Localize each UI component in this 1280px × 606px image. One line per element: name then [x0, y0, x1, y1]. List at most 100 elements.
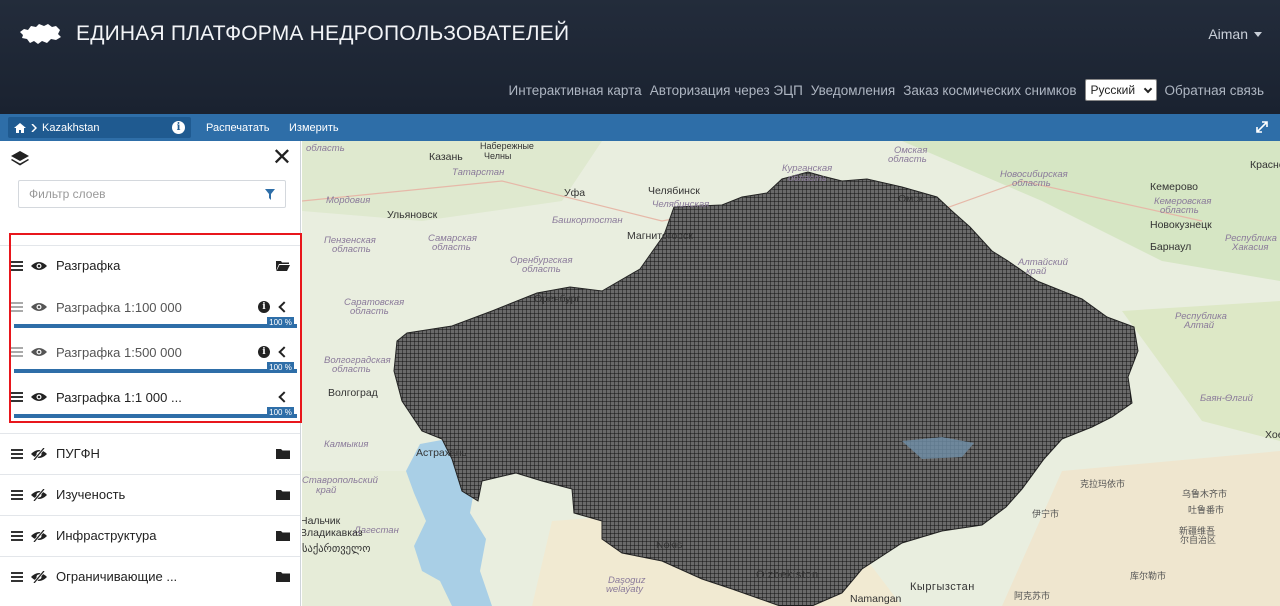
eye-off-icon[interactable]	[31, 447, 47, 460]
info-icon[interactable]: i	[258, 301, 270, 313]
eye-off-icon[interactable]	[31, 488, 47, 501]
layer-sub-500000[interactable]: Разграфка 1:500 000 i	[0, 330, 300, 374]
drag-handle-icon[interactable]	[11, 302, 23, 312]
eye-icon[interactable]	[31, 301, 47, 313]
drag-handle-icon[interactable]	[11, 571, 23, 582]
user-menu[interactable]: Aiman	[1208, 26, 1262, 42]
kazakhstan-logo-icon	[20, 24, 61, 44]
layer-label: Разграфка 1:500 000	[56, 344, 182, 360]
opacity-slider[interactable]	[14, 369, 297, 373]
opacity-slider[interactable]	[14, 414, 297, 418]
map-label: Оренбургская	[510, 255, 573, 266]
map-label: Магнитогорск	[627, 230, 693, 242]
layer-label: ПУГФН	[56, 446, 100, 461]
layer-group-izuchenost[interactable]: Изученость	[0, 474, 300, 514]
measure-button[interactable]: Измерить	[289, 122, 339, 134]
caret-down-icon	[1254, 31, 1262, 37]
info-icon[interactable]: i	[258, 346, 270, 358]
drag-handle-icon[interactable]	[11, 489, 23, 500]
map-label: Алтай	[1184, 320, 1215, 331]
drag-handle-icon[interactable]	[11, 347, 23, 357]
filter-icon[interactable]	[265, 189, 275, 200]
eye-icon[interactable]	[31, 391, 47, 403]
drag-handle-icon[interactable]	[11, 260, 23, 271]
home-icon[interactable]	[14, 122, 26, 133]
folder-open-icon[interactable]	[276, 260, 290, 271]
chevron-left-icon[interactable]	[278, 391, 290, 403]
map-label: Новосибирская	[1000, 169, 1068, 180]
layer-label: Разграфка 1:100 000	[56, 299, 182, 315]
opacity-slider[interactable]	[14, 324, 297, 328]
nav-notifications[interactable]: Уведомления	[810, 82, 896, 98]
map-label: Набережные	[480, 141, 534, 151]
map-label: Казань	[429, 151, 463, 163]
brand[interactable]: ЕДИНАЯ ПЛАТФОРМА НЕДРОПОЛЬЗОВАТЕЛЕЙ	[18, 14, 569, 54]
user-name: Aiman	[1208, 26, 1248, 42]
layer-label: Разграфка 1:1 000 ...	[56, 389, 182, 405]
layer-group-razgrafka[interactable]: Разграфка	[0, 245, 300, 285]
map-label: Курганская	[782, 163, 833, 174]
drag-handle-icon[interactable]	[11, 448, 23, 459]
layer-filter-input[interactable]: Фильтр слоев	[18, 180, 286, 208]
map-label: область	[788, 173, 827, 184]
nav-interactive-map[interactable]: Интерактивная карта	[508, 82, 642, 98]
map-label: Кыргызстан	[910, 581, 975, 593]
map-toolbar: Kazakhstan i Распечатать Измерить	[0, 114, 1280, 141]
breadcrumb-country: Kazakhstan	[42, 121, 100, 134]
opacity-badge: 100 %	[267, 317, 294, 328]
layer-label: Инфраструктура	[56, 528, 157, 543]
map-label: область	[1160, 205, 1199, 216]
drag-handle-icon[interactable]	[11, 530, 23, 541]
eye-icon[interactable]	[31, 260, 47, 272]
map-label: Татарстан	[452, 167, 505, 178]
chevron-left-icon[interactable]	[278, 301, 290, 313]
language-select[interactable]: Русский	[1084, 79, 1157, 101]
close-panel-button[interactable]: ✕	[271, 144, 292, 171]
print-button[interactable]: Распечатать	[206, 122, 270, 134]
eye-off-icon[interactable]	[31, 529, 47, 542]
map-label: Челябинская	[652, 199, 710, 210]
map-label: Нальчик	[302, 515, 341, 527]
eye-off-icon[interactable]	[31, 570, 47, 583]
folder-icon[interactable]	[276, 448, 290, 459]
layer-sub-1000000[interactable]: Разграфка 1:1 000 ...	[0, 375, 300, 419]
map-label: Красно	[1250, 159, 1280, 171]
map-label: Калмыкия	[324, 439, 369, 450]
map-label: Хакасия	[1232, 242, 1269, 253]
map-label: Алтайский	[1018, 257, 1068, 268]
layer-group-infrastructure[interactable]: Инфраструктура	[0, 515, 300, 555]
info-icon[interactable]: i	[172, 121, 185, 134]
map-label: область	[1012, 178, 1051, 189]
layer-group-restrictions[interactable]: Ограничивающие ...	[0, 556, 300, 596]
opacity-badge: 100 %	[267, 407, 294, 418]
layers-icon	[11, 151, 29, 166]
eye-icon[interactable]	[31, 346, 47, 358]
layer-group-pugfn[interactable]: ПУГФН	[0, 433, 300, 473]
expand-icon[interactable]	[1256, 121, 1268, 133]
map-label: 新疆维吾	[1179, 526, 1216, 536]
map-label: Владикавказ	[302, 527, 363, 539]
breadcrumb[interactable]: Kazakhstan i	[8, 117, 191, 138]
nav-feedback[interactable]: Обратная связь	[1164, 82, 1264, 98]
folder-icon[interactable]	[276, 530, 290, 541]
map-label: Самарская	[428, 233, 477, 244]
drag-handle-icon[interactable]	[11, 392, 23, 402]
map-canvas[interactable]: область Казань Набережные Челны Татарста…	[302, 141, 1280, 606]
map-label: O'zbekiston	[756, 569, 819, 581]
chevron-left-icon[interactable]	[278, 346, 290, 358]
folder-icon[interactable]	[276, 571, 290, 582]
chevron-right-icon	[31, 123, 37, 132]
map-label: Омск	[898, 193, 924, 205]
layer-label: Разграфка	[56, 258, 121, 273]
map-label: область	[432, 242, 471, 253]
map-label: край	[316, 485, 337, 496]
nav-satellite-order[interactable]: Заказ космических снимков	[903, 82, 1077, 98]
map-label: Оренбург	[534, 293, 581, 305]
layer-sub-100000[interactable]: Разграфка 1:100 000 i	[0, 285, 300, 329]
map-label: Nokis	[656, 539, 683, 551]
folder-icon[interactable]	[276, 489, 290, 500]
nav-eds-auth[interactable]: Авторизация через ЭЦП	[649, 82, 803, 98]
top-navigation: Интерактивная карта Авторизация через ЭЦ…	[509, 79, 1264, 101]
map-label: Волгоградская	[324, 355, 391, 366]
map-label: 克拉玛依市	[1080, 479, 1126, 489]
